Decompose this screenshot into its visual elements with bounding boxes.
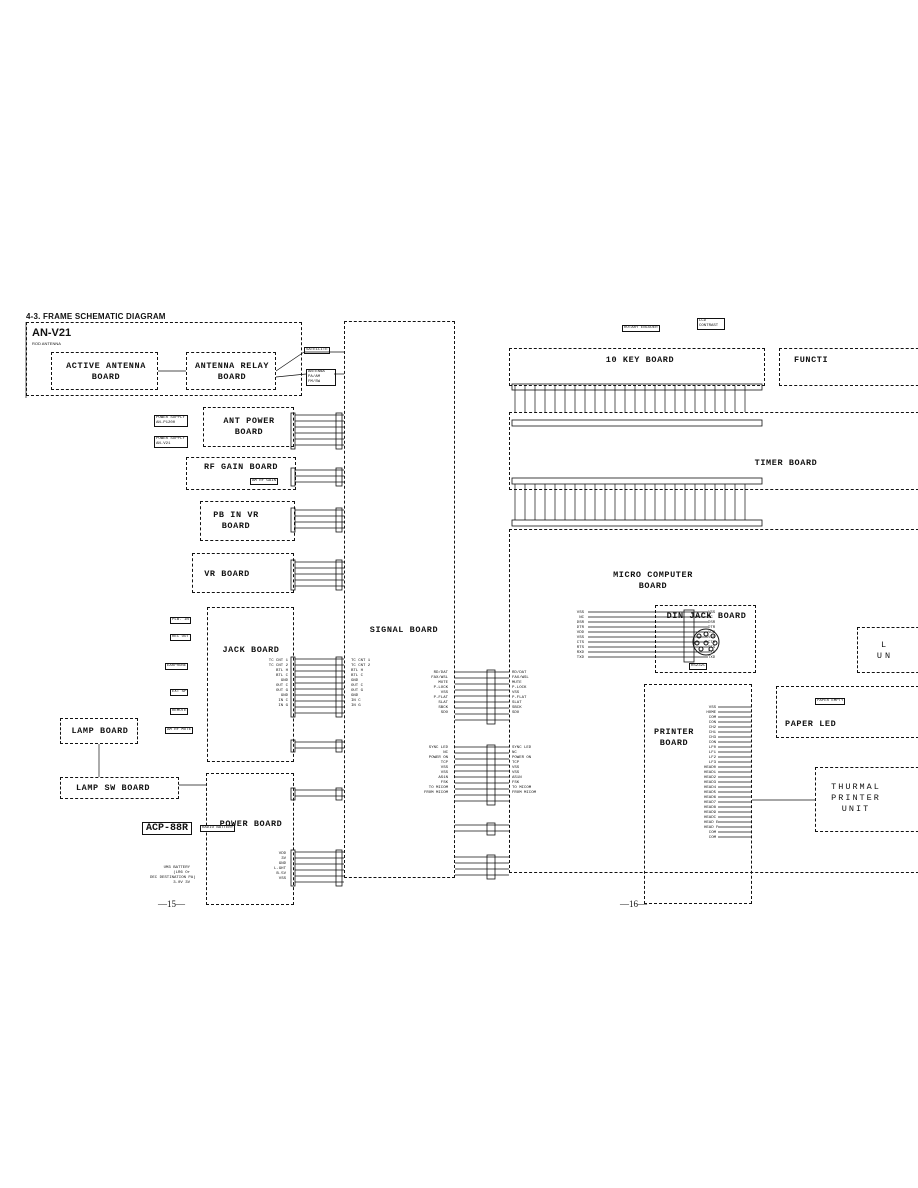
din-jack-board: DIN JACK BOARD RS232C — [655, 605, 756, 673]
section-title: 4-3. FRAME SCHEMATIC DIAGRAM — [26, 312, 166, 321]
connector-row — [511, 477, 763, 485]
connector-block — [290, 467, 296, 487]
connector-block — [335, 467, 343, 487]
lcd-contrast-tag: LCD CONTRAST — [697, 318, 725, 330]
antenna-wire — [275, 373, 307, 378]
connector-block — [486, 669, 496, 725]
connector-block — [290, 849, 296, 887]
lcd-unit: L UN — [857, 627, 918, 673]
antenna-pa-tag: ANTENNA PA/AM FM/SW — [306, 369, 336, 386]
ten-key-board: 10 KEY BOARD — [509, 348, 765, 386]
radio-battery-tag: RADIO BATTERY — [200, 825, 236, 832]
connector-block — [335, 787, 343, 801]
connector-block — [486, 822, 496, 836]
am-rf-gain-tag: AM RF GAIN — [250, 478, 279, 485]
pb-in-vr-board: PB IN VR BOARD — [200, 501, 295, 541]
connector-block — [290, 739, 296, 753]
paper-empty-tag: PAPER EMPTY — [815, 698, 846, 705]
am-rf-mute-tag: AM RF MUTE — [165, 727, 194, 734]
power-board: POWER BOARD — [206, 773, 294, 905]
model-name: AN-V21 — [32, 327, 72, 339]
acp-88r-label: ACP-88R — [142, 822, 193, 835]
an-v21-group — [26, 322, 302, 396]
vr-board: VR BOARD — [192, 553, 294, 593]
connector-block — [290, 559, 296, 591]
thermal-printer-unit: THURMAL PRINTER UNIT — [815, 767, 918, 832]
connector-block — [290, 656, 296, 718]
connector-block — [335, 656, 343, 718]
page-number-right: —16— — [620, 899, 647, 909]
antenna-wire — [275, 351, 305, 372]
antenna-relay-board: ANTENNA RELAY BOARD — [186, 352, 276, 390]
printer-board: PRINTER BOARD — [644, 684, 752, 904]
connector-row — [511, 419, 763, 427]
paper-led-board: PAPER LED PAPER EMPTY — [776, 686, 918, 738]
lamp-board: LAMP BOARD — [60, 718, 138, 744]
connector-block — [290, 507, 296, 533]
rec-out-tag: REC OUT — [170, 634, 191, 641]
connector-block — [486, 744, 496, 806]
connector-block — [335, 412, 343, 450]
connector-block — [335, 849, 343, 887]
connector-block — [335, 559, 343, 591]
rs232c-tag: RS232C — [689, 663, 708, 670]
power-supply-1-tag: POWER SUPPLY AN-P1200 — [154, 415, 188, 427]
rf-gain-board: RF GAIN BOARD — [186, 457, 296, 490]
jack-board: JACK BOARD — [207, 607, 294, 762]
plb-in-tag: PLB. IN — [170, 617, 191, 624]
lamp-sw-board: LAMP SW BOARD — [60, 777, 179, 799]
connector-block — [290, 412, 296, 450]
connector-block — [683, 609, 695, 663]
remote-tag: REMOTE — [170, 708, 189, 715]
ext-sp-tag: EXT SP — [170, 689, 189, 696]
power-supply-2-tag: POWER SUPPLY AN-V21 — [154, 436, 188, 448]
active-antenna-board: ACTIVE ANTENNA BOARD — [51, 352, 158, 390]
timer-board: TIMER BOARD — [509, 412, 918, 490]
rotary-encoder-tag: ROTARY ENCODER — [622, 325, 660, 332]
micro-computer-board: MICRO COMPUTER BOARD — [509, 529, 918, 873]
signal-board: SIGNAL BOARD — [344, 321, 455, 878]
earphone-tag: EARPHONE — [165, 663, 189, 670]
connector-block — [486, 854, 496, 880]
connector-block — [335, 739, 343, 753]
satellite-tag: SATELLITE — [304, 347, 330, 354]
ant-power-board: ANT POWER BOARD — [203, 407, 294, 447]
connector-row — [511, 519, 763, 527]
antenna-note: ROD ANTENNA — [32, 341, 61, 346]
connector-block — [335, 507, 343, 533]
connector-block — [290, 787, 296, 801]
function-board: FUNCTI — [779, 348, 918, 386]
connector-row — [511, 383, 763, 391]
page-number-left: —15— — [158, 899, 185, 909]
